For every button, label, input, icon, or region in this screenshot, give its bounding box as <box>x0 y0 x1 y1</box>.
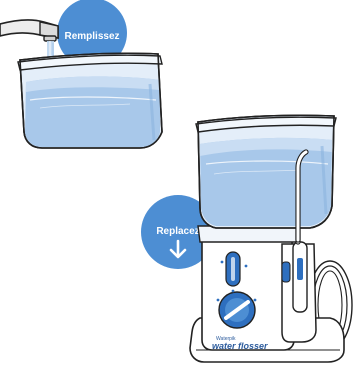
replace-step-label: Replacez <box>156 226 199 237</box>
fill-step-label: Remplissez <box>64 31 119 42</box>
reservoir-installed-icon <box>196 115 336 228</box>
brand-main-label: water flosser <box>212 341 268 351</box>
faucet-icon <box>0 20 58 41</box>
reservoir-icon <box>18 53 162 148</box>
